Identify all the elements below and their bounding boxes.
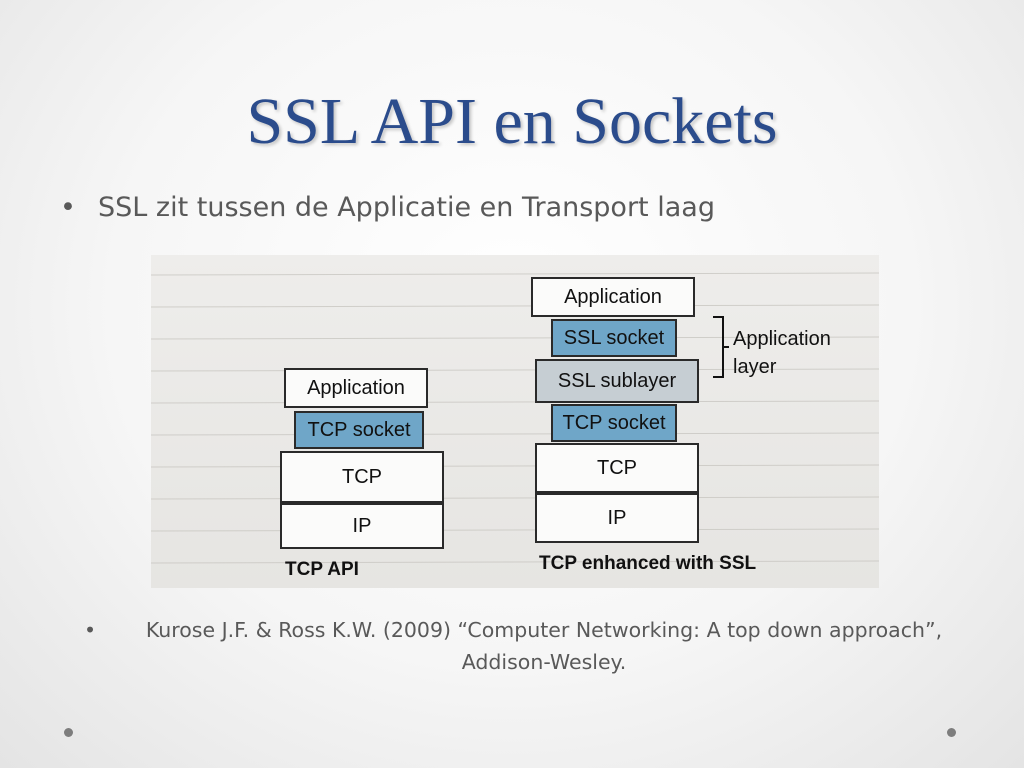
right-layer-ssl-socket: SSL socket: [551, 319, 677, 357]
application-layer-label-line2: layer: [733, 356, 777, 378]
figure-background-lines: [151, 272, 879, 564]
bullet-text: SSL zit tussen de Applicatie en Transpor…: [98, 192, 715, 223]
application-layer-bracket: [713, 316, 729, 378]
protocol-stack-figure: Application TCP socket TCP IP TCP API Ap…: [151, 255, 879, 588]
reference-item: • Kurose J.F. & Ross K.W. (2009) “Comput…: [84, 614, 964, 678]
bullet-marker: •: [60, 192, 76, 223]
right-stack-caption: TCP enhanced with SSL: [539, 553, 757, 574]
left-layer-tcp-socket: TCP socket: [294, 411, 424, 449]
right-layer-ip: IP: [535, 493, 699, 543]
bullet-marker: •: [84, 618, 97, 642]
right-layer-ssl-sublayer: SSL sublayer: [535, 359, 699, 403]
reference-text: Kurose J.F. & Ross K.W. (2009) “Computer…: [145, 618, 943, 674]
left-layer-tcp: TCP: [280, 451, 444, 503]
application-layer-label: Application layer: [733, 325, 831, 381]
right-layer-tcp: TCP: [535, 443, 699, 493]
nav-dot-right: [947, 728, 956, 737]
slide-title: SSL API en Sockets: [246, 85, 778, 158]
left-stack-caption: TCP API: [285, 559, 359, 580]
right-layer-application: Application: [531, 277, 695, 317]
right-layer-tcp-socket: TCP socket: [551, 404, 677, 442]
application-layer-label-line1: Application: [733, 328, 831, 350]
left-layer-application: Application: [284, 368, 428, 408]
nav-dot-left: [64, 728, 73, 737]
left-layer-ip: IP: [280, 503, 444, 549]
bullet-item: • SSL zit tussen de Applicatie en Transp…: [60, 188, 960, 228]
